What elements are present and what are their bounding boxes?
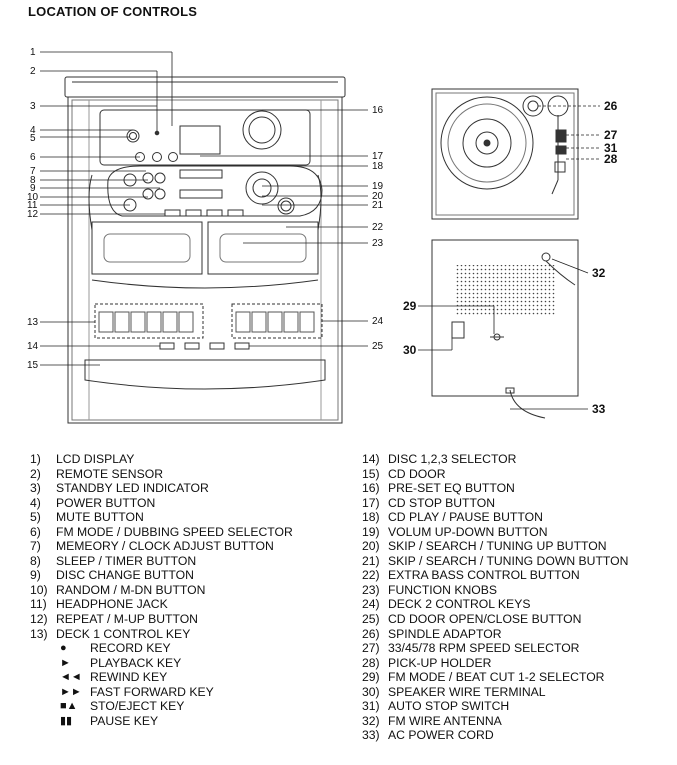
callout-2: 2 <box>30 66 36 77</box>
rewind-icon: ◄◄ <box>60 671 82 684</box>
legend-item: 33)AC POWER CORD <box>362 728 494 743</box>
rear-panel-illustration <box>431 239 579 419</box>
legend-item: 32)FM WIRE ANTENNA <box>362 713 502 728</box>
legend-right-column: 14)DISC 1,2,3 SELECTOR 15)CD DOOR 16)PRE… <box>362 452 672 743</box>
callout-22: 22 <box>372 222 384 233</box>
callout-3: 3 <box>30 101 36 112</box>
callout-13: 13 <box>27 317 39 328</box>
callout-16: 16 <box>372 105 384 116</box>
turntable-illustration <box>431 88 579 220</box>
callout-4: 4 <box>30 125 36 136</box>
legend-item: 27)33/45/78 RPM SPEED SELECTOR <box>362 641 580 656</box>
legend-item: 1)LCD DISPLAY <box>30 452 135 466</box>
callout-33: 33 <box>592 402 606 416</box>
controls-diagram: 1 2 3 4 5 6 7 8 9 10 11 12 13 14 15 16 1… <box>27 47 618 424</box>
play-icon: ► <box>60 656 71 669</box>
legend-item: 2)REMOTE SENSOR <box>30 466 163 481</box>
callout-11: 11 <box>27 200 38 211</box>
callout-29: 29 <box>403 299 417 313</box>
deck-key-item: ►PLAYBACK KEY <box>60 655 182 670</box>
legend-item: 17)CD STOP BUTTON <box>362 495 495 510</box>
callout-32: 32 <box>592 266 606 280</box>
callout-18: 18 <box>372 161 384 172</box>
callout-27: 27 <box>604 128 618 142</box>
callout-1: 1 <box>30 47 36 58</box>
deck-key-item: ►►FAST FORWARD KEY <box>60 684 214 699</box>
legend-item: 8)SLEEP / TIMER BUTTON <box>30 553 197 568</box>
legend-item: 10)RANDOM / M-DN BUTTON <box>30 582 206 597</box>
callout-7: 7 <box>30 166 36 177</box>
callout-19: 19 <box>372 181 384 192</box>
legend-item: 6)FM MODE / DUBBING SPEED SELECTOR <box>30 524 293 539</box>
callout-8: 8 <box>30 175 36 186</box>
callout-23: 23 <box>372 238 384 249</box>
callout-10: 10 <box>27 192 39 203</box>
callout-21: 21 <box>372 200 384 211</box>
legend-item: 15)CD DOOR <box>362 466 446 481</box>
callout-26: 26 <box>604 99 618 113</box>
callout-15: 15 <box>27 360 39 371</box>
callout-17: 17 <box>372 151 384 162</box>
page-title: LOCATION OF CONTROLS <box>28 4 198 19</box>
callout-25: 25 <box>372 341 384 352</box>
callout-5: 5 <box>30 133 36 144</box>
callout-28: 28 <box>604 152 618 166</box>
callout-9: 9 <box>30 183 36 194</box>
legend-item: 24)DECK 2 CONTROL KEYS <box>362 597 531 612</box>
legend-item: 16)PRE-SET EQ BUTTON <box>362 481 515 496</box>
callout-30: 30 <box>403 343 417 357</box>
legend-item: 31)AUTO STOP SWITCH <box>362 699 510 714</box>
deck-key-item: ◄◄REWIND KEY <box>60 670 168 685</box>
legend-item: 21)SKIP / SEARCH / TUNING DOWN BUTTON <box>362 553 629 568</box>
legend-item: 3)STANDBY LED INDICATOR <box>30 481 209 496</box>
legend-item: 20)SKIP / SEARCH / TUNING UP BUTTON <box>362 539 607 554</box>
legend-item: 30)SPEAKER WIRE TERMINAL <box>362 684 546 699</box>
legend-item: 18)CD PLAY / PAUSE BUTTON <box>362 510 543 525</box>
legend-item: 19)VOLUM UP-DOWN BUTTON <box>362 524 548 539</box>
callout-6: 6 <box>30 152 36 163</box>
legend-item: 9)DISC CHANGE BUTTON <box>30 568 194 583</box>
pause-icon: ▮▮ <box>60 714 73 727</box>
callout-24: 24 <box>372 316 384 327</box>
legend-item: 14)DISC 1,2,3 SELECTOR <box>362 452 517 466</box>
legend-item: 26)SPINDLE ADAPTOR <box>362 626 502 641</box>
legend-item: 4)POWER BUTTON <box>30 495 156 510</box>
legend-item: 28)PICK-UP HOLDER <box>362 655 492 670</box>
deck-key-item: ■▲STO/EJECT KEY <box>60 699 185 714</box>
legend-item: 22)EXTRA BASS CONTROL BUTTON <box>362 568 580 583</box>
front-unit-illustration <box>64 76 346 424</box>
legend-item: 12)REPEAT / M-UP BUTTON <box>30 612 198 627</box>
deck-key-item: ●RECORD KEY <box>60 641 171 656</box>
callout-14: 14 <box>27 341 39 352</box>
legend-item: 23)FUNCTION KNOBS <box>362 582 498 597</box>
legend-item: 13)DECK 1 CONTROL KEY <box>30 626 191 641</box>
legend-item: 7)MEMEORY / CLOCK ADJUST BUTTON <box>30 539 274 554</box>
legend-item: 25)CD DOOR OPEN/CLOSE BUTTON <box>362 612 582 627</box>
callout-31: 31 <box>604 141 618 155</box>
stop-eject-icon: ■▲ <box>60 700 78 713</box>
callout-20: 20 <box>372 191 384 202</box>
legend-item: 5)MUTE BUTTON <box>30 510 144 525</box>
fast-forward-icon: ►► <box>60 685 82 698</box>
legend-left-column: 1)LCD DISPLAY 2)REMOTE SENSOR 3)STANDBY … <box>30 452 360 728</box>
callout-12: 12 <box>27 209 39 220</box>
legend-item: 11)HEADPHONE JACK <box>30 597 168 612</box>
legend-item: 29)FM MODE / BEAT CUT 1-2 SELECTOR <box>362 670 605 685</box>
deck-key-item: ▮▮PAUSE KEY <box>60 713 159 728</box>
record-icon: ● <box>60 642 67 655</box>
